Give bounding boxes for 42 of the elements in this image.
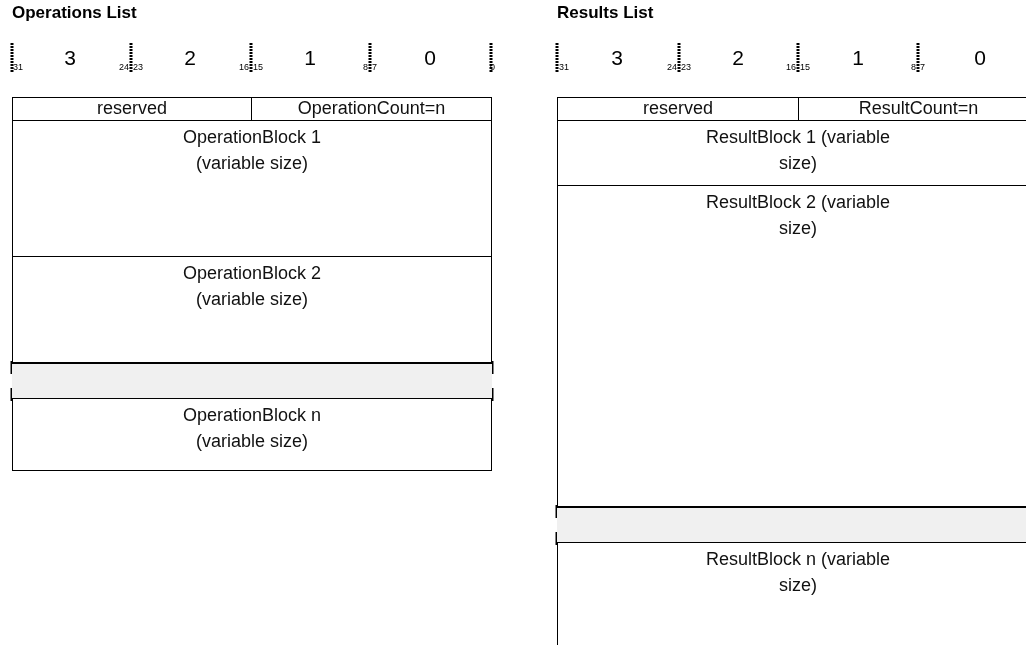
block-region: [12, 120, 492, 257]
bit-number: 8: [911, 63, 916, 72]
bit-number: 24: [119, 63, 129, 72]
byte-number: 0: [424, 47, 436, 68]
block-region: [557, 542, 1026, 645]
byte-number: 3: [611, 47, 623, 68]
bit-number: 31: [559, 63, 569, 72]
field-label: reserved: [96, 98, 168, 119]
bit-number: 16: [239, 63, 249, 72]
field-label: ResultBlock n (variable size): [704, 548, 892, 597]
bit-number: 23: [133, 63, 143, 72]
bit-number: 23: [681, 63, 691, 72]
field-label: OperationBlock n (variable size): [181, 404, 323, 453]
field-label: ResultBlock 1 (variable size): [704, 126, 892, 175]
byte-number: 0: [974, 47, 986, 68]
bit-number: 16: [786, 63, 796, 72]
list-heading: Results List: [557, 4, 654, 21]
field-label: reserved: [642, 98, 714, 119]
block-region: [12, 256, 492, 363]
field-label: OperationBlock 1 (variable size): [181, 126, 323, 175]
byte-number: 1: [852, 47, 864, 68]
bit-number: 15: [800, 63, 810, 72]
bit-number: 31: [13, 63, 23, 72]
bit-number: 8: [363, 63, 368, 72]
byte-number: 2: [732, 47, 744, 68]
omitted-blocks-band: [557, 506, 1026, 544]
byte-number: 2: [184, 47, 196, 68]
field-label: OperationCount=n: [296, 98, 447, 119]
field-cell: [557, 97, 799, 121]
field-cell: [12, 97, 252, 121]
field-label: ResultBlock 2 (variable size): [704, 191, 892, 240]
list-heading: Operations List: [12, 4, 137, 21]
field-label: ResultCount=n: [857, 98, 980, 119]
field-cell: [251, 97, 492, 121]
byte-number: 1: [304, 47, 316, 68]
bit-number: 7: [372, 63, 377, 72]
bit-number: 24: [667, 63, 677, 72]
block-region: [12, 398, 492, 471]
byte-number: 3: [64, 47, 76, 68]
bit-number: 15: [253, 63, 263, 72]
bit-number: 7: [920, 63, 925, 72]
field-label: OperationBlock 2 (variable size): [181, 262, 323, 311]
